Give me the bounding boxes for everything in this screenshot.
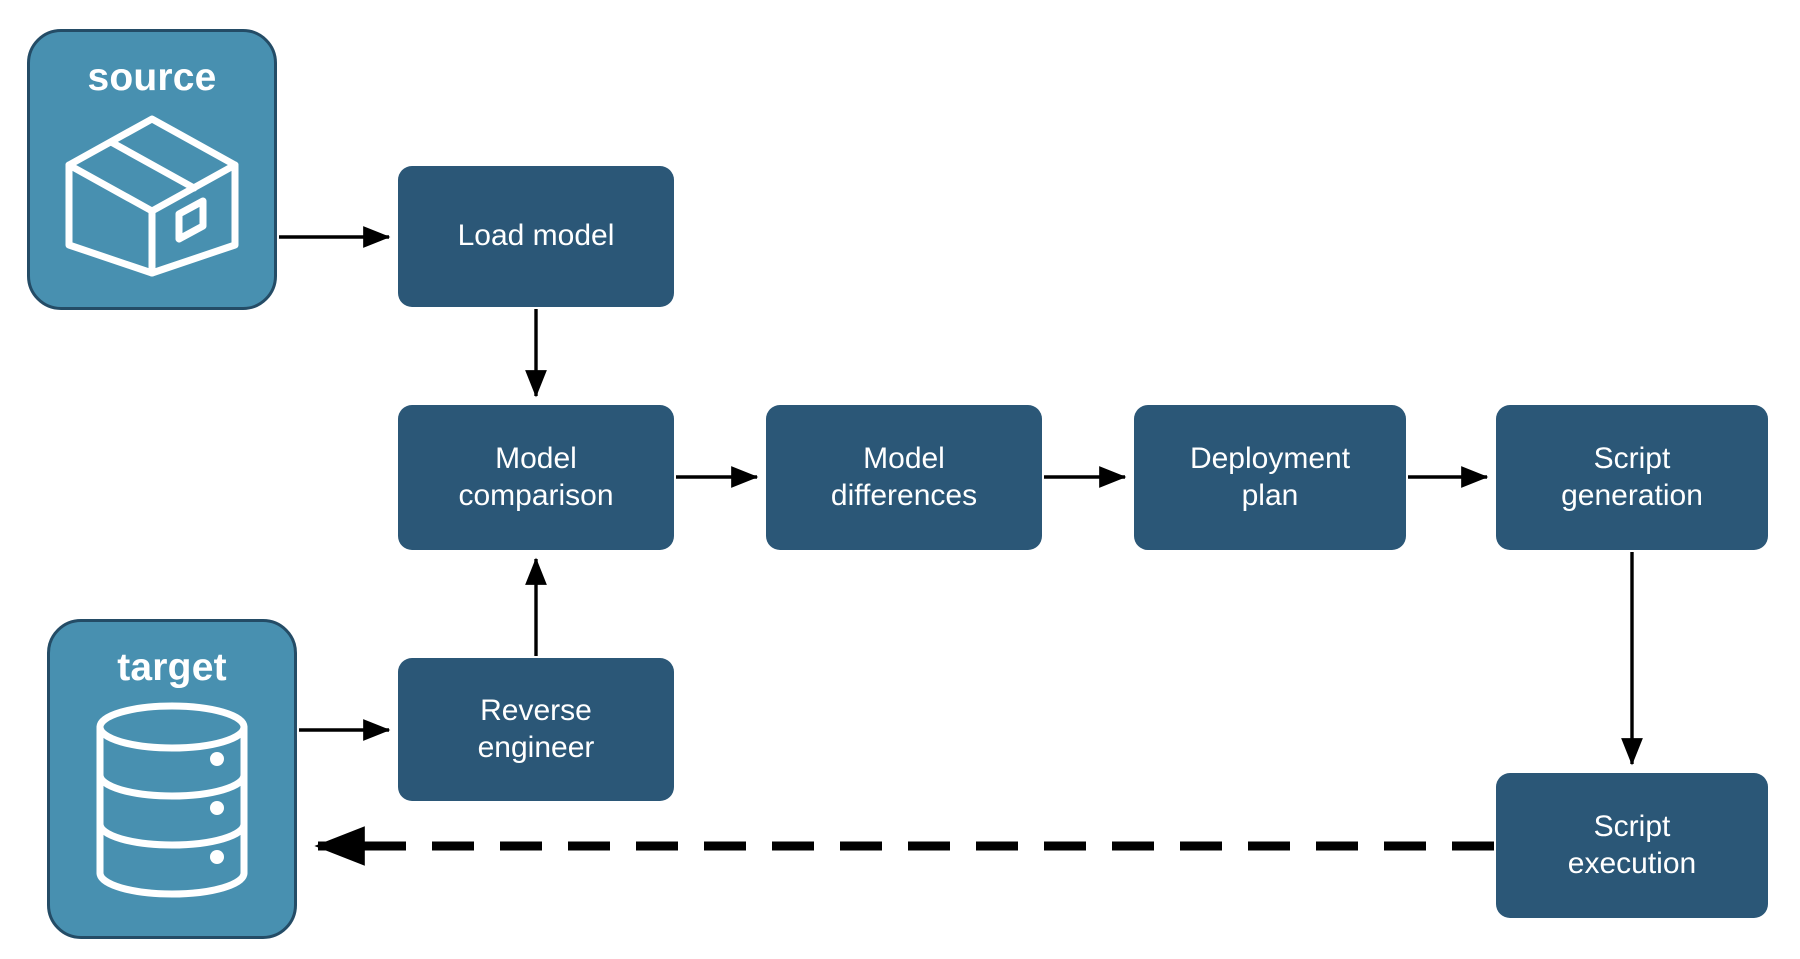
process-text-line: Model [495,441,577,475]
process-model-differences[interactable]: Model differences [766,405,1042,550]
process-reverse-engineer[interactable]: Reverse engineer [398,658,674,801]
process-text-line: engineer [477,730,595,764]
process-text-line: comparison [458,478,614,512]
process-reverse-engineer-text: Reverse engineer [478,693,595,766]
process-text-line: Load model [457,219,615,253]
process-deployment-plan-text: Deployment plan [1190,441,1350,514]
process-text-line: Script [1593,809,1671,843]
endpoint-source[interactable]: source [27,29,277,310]
package-box-icon [57,111,247,286]
process-text-line: Model [863,441,945,475]
process-text-line: Reverse [480,693,592,727]
process-text-line: plan [1241,478,1299,512]
process-load-model[interactable]: Load model [398,166,674,307]
endpoint-target-label: target [117,646,227,689]
process-script-generation-text: Script generation [1561,441,1703,514]
process-text-line: Script [1593,441,1671,475]
process-text-line: execution [1567,846,1697,880]
process-model-comparison-text: Model comparison [458,441,613,514]
process-deployment-plan[interactable]: Deployment plan [1134,405,1406,550]
process-script-generation[interactable]: Script generation [1496,405,1768,550]
database-cylinder-icon [85,701,260,906]
process-script-execution-text: Script execution [1568,809,1696,882]
process-model-differences-text: Model differences [831,441,977,514]
process-text-line: Deployment [1189,441,1351,475]
process-load-model-text: Load model [458,218,615,255]
process-script-execution[interactable]: Script execution [1496,773,1768,918]
process-text-line: differences [830,478,978,512]
process-text-line: generation [1561,478,1703,512]
endpoint-target[interactable]: target [47,619,297,939]
process-model-comparison[interactable]: Model comparison [398,405,674,550]
endpoint-source-label: source [87,56,217,99]
